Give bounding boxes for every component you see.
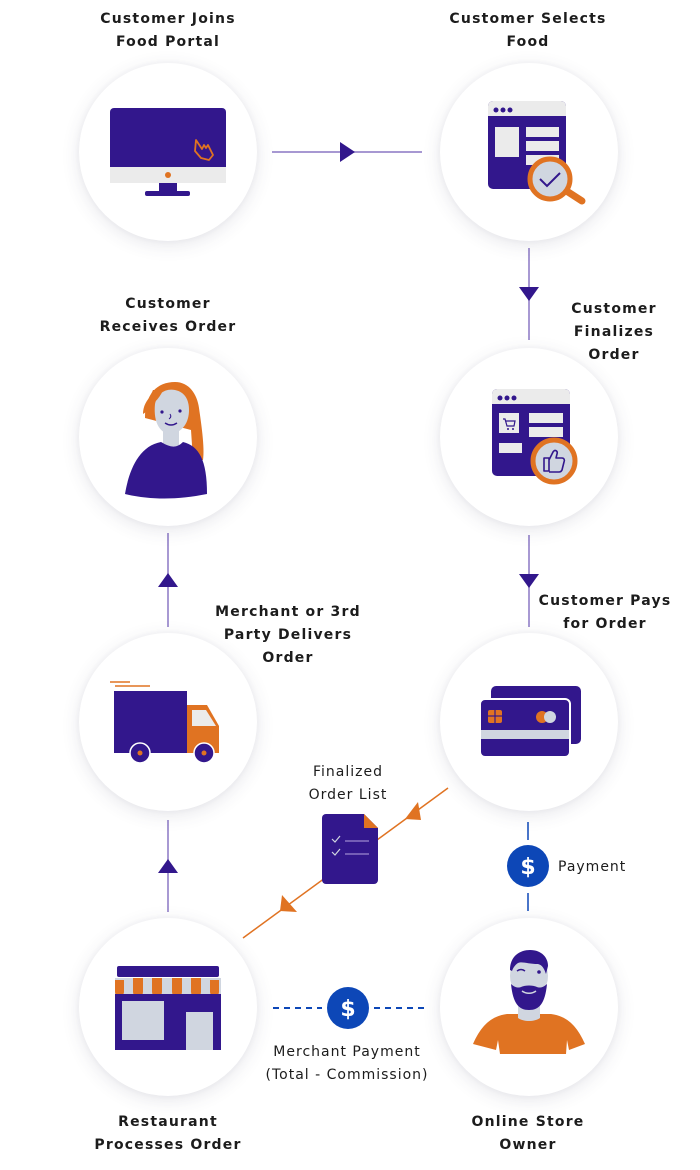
browser-cart-thumbsup-icon <box>492 389 578 485</box>
arrowhead-up-icon <box>158 573 178 587</box>
step-node-deliver <box>79 633 257 811</box>
payment-dollar-icon: $ <box>507 845 549 887</box>
arrowhead-diagonal-icon <box>405 802 421 820</box>
step-label-select: Customer Selects Food <box>449 11 607 50</box>
arrowhead-diagonal-icon <box>280 895 297 912</box>
step-label-pay: Customer Pays for Order <box>538 593 672 632</box>
step-node-select <box>440 63 618 241</box>
step-node-pay <box>440 633 618 811</box>
annotation-payment-label: Payment <box>558 859 627 875</box>
step-node-finalize <box>440 348 618 526</box>
step-node-join <box>79 63 257 241</box>
svg-text:$: $ <box>520 855 535 880</box>
step-label-deliver: Merchant or 3rd Party Delivers Order <box>215 604 361 666</box>
arrowhead-right-icon <box>340 142 355 162</box>
delivery-truck-icon <box>110 681 219 764</box>
step-node-restaurant <box>79 918 257 1096</box>
storefront-icon <box>115 966 221 1050</box>
step-label-owner: Online Store Owner <box>471 1114 585 1153</box>
step-node-owner <box>440 918 618 1096</box>
arrowhead-up-icon <box>158 859 178 873</box>
store-owner-avatar-icon <box>473 950 585 1054</box>
browser-search-icon <box>488 101 586 205</box>
monitor-click-icon <box>110 108 226 196</box>
step-label-finalize: Customer Finalizes Order <box>571 301 657 363</box>
step-label-join: Customer Joins Food Portal <box>100 11 236 50</box>
credit-cards-icon <box>479 686 581 758</box>
checklist-document-icon <box>322 814 378 884</box>
step-node-receive <box>79 348 257 526</box>
step-label-restaurant: Restaurant Processes Order <box>94 1114 242 1153</box>
arrowhead-down-icon <box>519 574 539 588</box>
step-label-receive: Customer Receives Order <box>99 296 237 335</box>
merchant-payment-dollar-icon: $ <box>327 987 369 1029</box>
annotation-order-list-label: Finalized Order List <box>308 764 388 803</box>
annotation-merchant-payment-label: Merchant Payment (Total - Commission) <box>265 1044 429 1083</box>
customer-woman-avatar-icon <box>125 382 207 499</box>
svg-text:$: $ <box>340 997 355 1022</box>
arrowhead-down-icon <box>519 287 539 301</box>
